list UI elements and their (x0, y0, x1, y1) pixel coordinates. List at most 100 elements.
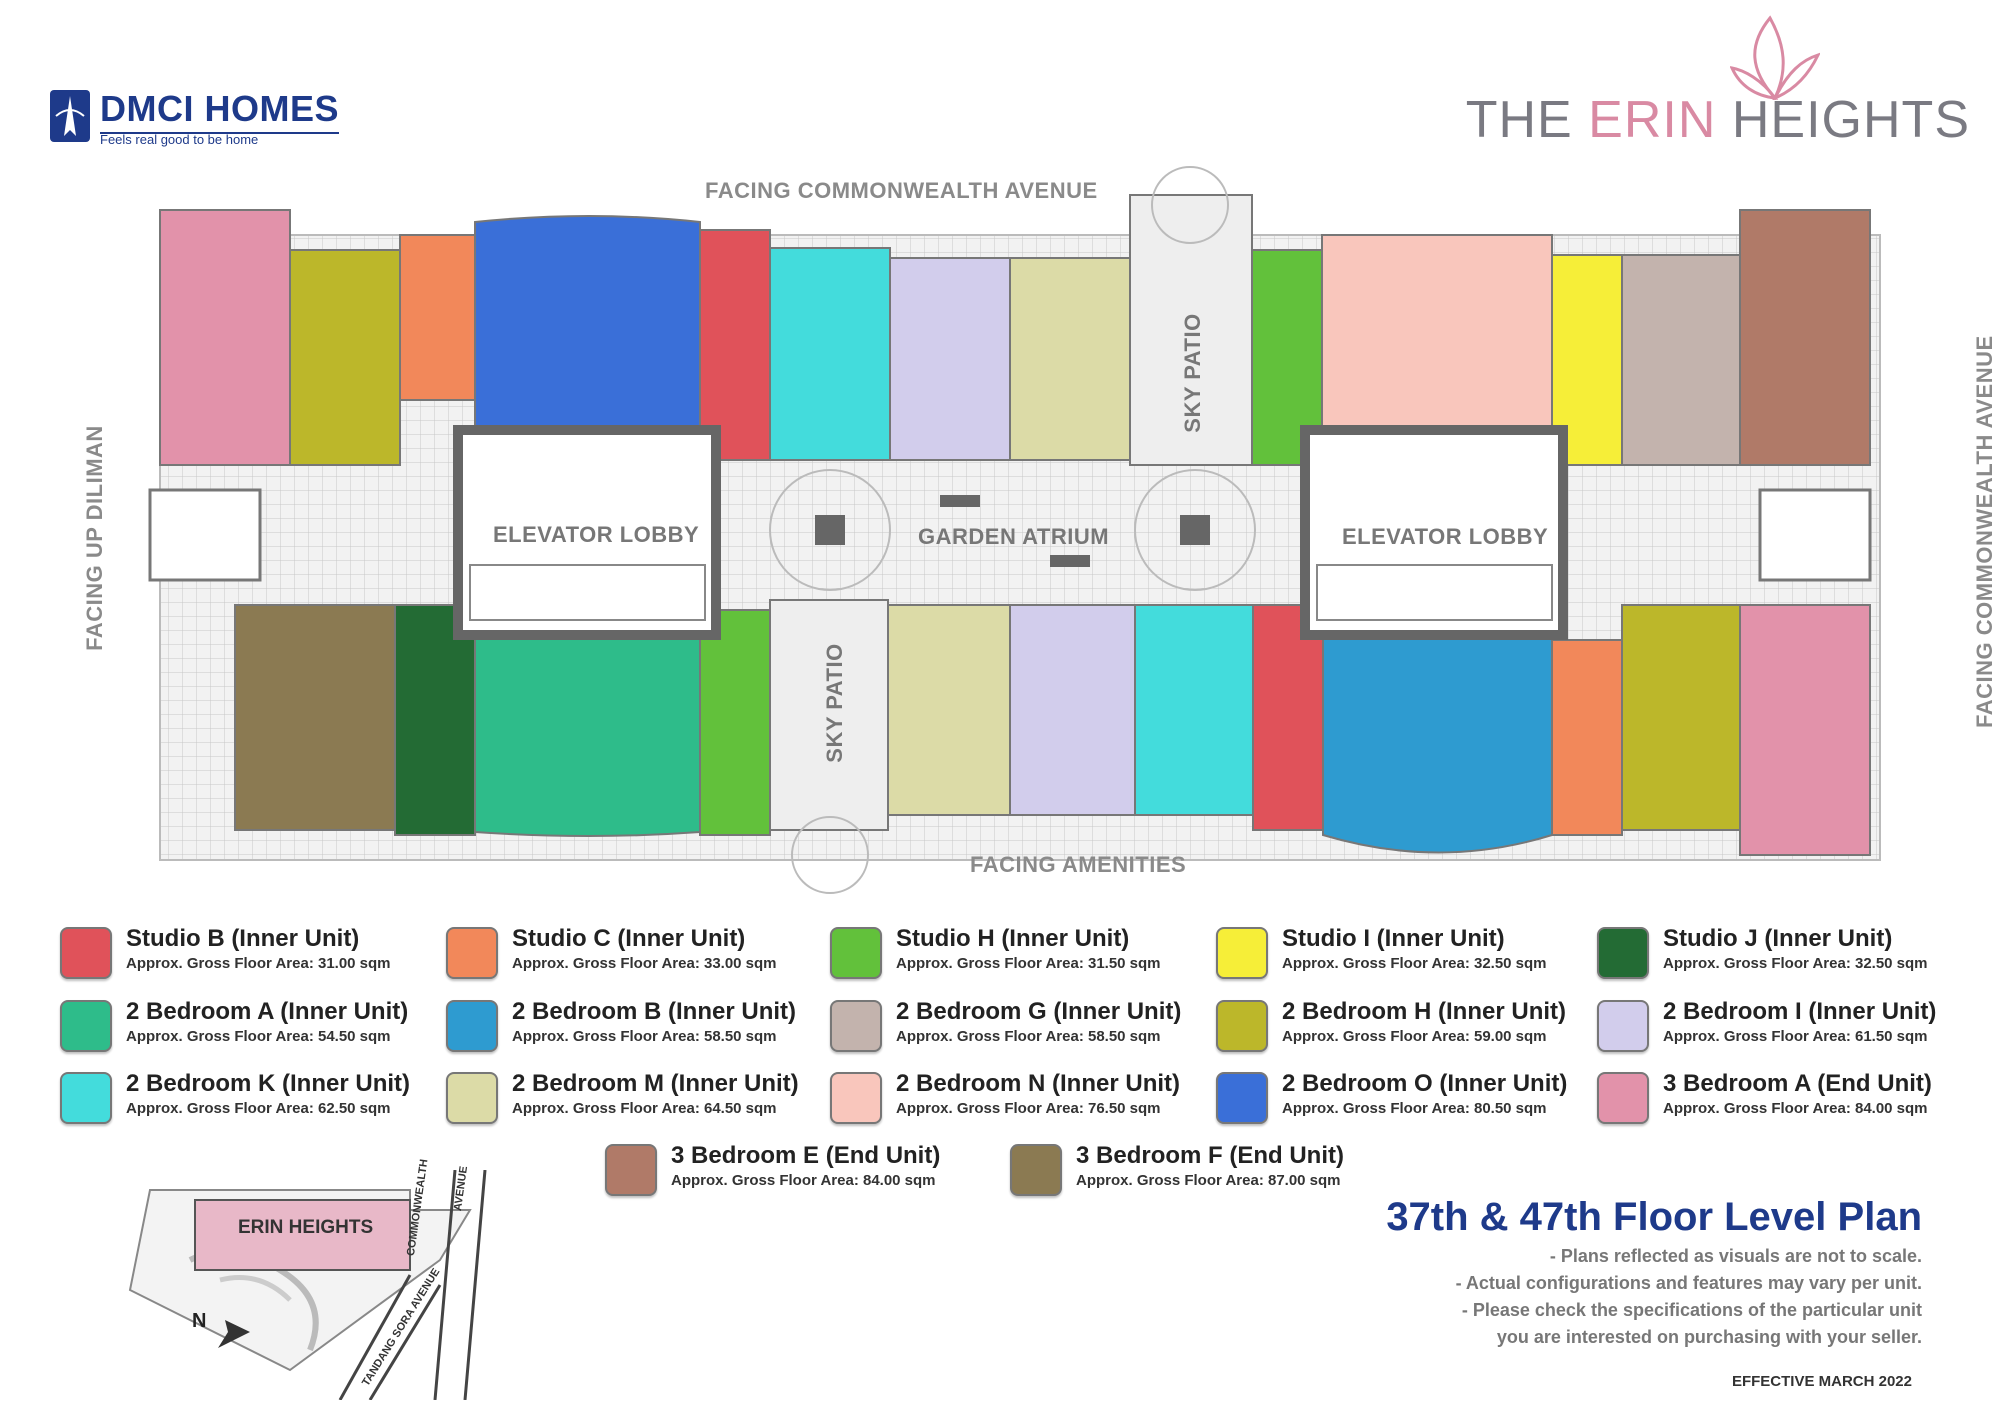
legend-item: 2 Bedroom G (Inner Unit) Approx. Gross F… (830, 998, 1200, 1058)
legend-item: 2 Bedroom H (Inner Unit) Approx. Gross F… (1216, 998, 1586, 1058)
unit-2br-m-bottom (887, 604, 1011, 816)
legend-unit-name: 2 Bedroom K (Inner Unit) (126, 1070, 411, 1097)
floor-plan (148, 166, 1881, 894)
legend-swatch (1597, 1072, 1649, 1124)
leaf-icon (1730, 15, 1820, 100)
legend-unit-name: 2 Bedroom B (Inner Unit) (512, 998, 797, 1025)
unit-2br-i-bottom (1009, 604, 1136, 816)
north-arrow-icon (218, 1320, 250, 1348)
legend-item: 2 Bedroom K (Inner Unit) Approx. Gross F… (60, 1070, 430, 1130)
legend-unit-name: 2 Bedroom M (Inner Unit) (512, 1070, 799, 1097)
sky-patio-top (1129, 194, 1253, 466)
stair-right (1758, 488, 1872, 582)
legend-item: 2 Bedroom N (Inner Unit) Approx. Gross F… (830, 1070, 1200, 1130)
legend-unit-name: 2 Bedroom G (Inner Unit) (896, 998, 1182, 1025)
plan-note: - Please check the specifications of the… (1461, 1300, 1922, 1320)
legend-item: 2 Bedroom I (Inner Unit) Approx. Gross F… (1597, 998, 1967, 1058)
unit-studio-b-bottom (1252, 604, 1324, 831)
project-name-suffix: HEIGHTS (1716, 91, 1970, 149)
legend-unit-area: Approx. Gross Floor Area: 76.50 sqm (896, 1100, 1161, 1117)
legend-swatch (60, 927, 112, 979)
project-logo: THE ERIN HEIGHTS (1466, 10, 1970, 150)
legend-unit-name: 3 Bedroom E (End Unit) (671, 1142, 941, 1169)
legend-unit-area: Approx. Gross Floor Area: 80.50 sqm (1282, 1100, 1547, 1117)
legend-item: 3 Bedroom F (End Unit) Approx. Gross Flo… (1010, 1142, 1380, 1202)
dmci-logo: DMCI HOMES Feels real good to be home (50, 88, 350, 148)
unit-studio-c-left (399, 234, 476, 401)
legend-unit-name: 2 Bedroom O (Inner Unit) (1282, 1070, 1568, 1097)
legend-unit-area: Approx. Gross Floor Area: 31.50 sqm (896, 955, 1161, 972)
legend-item: 3 Bedroom E (End Unit) Approx. Gross Flo… (605, 1142, 975, 1202)
legend-unit-area: Approx. Gross Floor Area: 58.50 sqm (896, 1028, 1161, 1045)
unit-3br-a-right (1739, 604, 1871, 856)
vicinity-north-label: N (192, 1310, 207, 1332)
legend-item: 2 Bedroom M (Inner Unit) Approx. Gross F… (446, 1070, 816, 1130)
legend-unit-area: Approx. Gross Floor Area: 32.50 sqm (1282, 955, 1547, 972)
unit-2br-k-bottom (1134, 604, 1254, 816)
developer-tagline: Feels real good to be home (100, 132, 259, 147)
unit-3br-f (234, 604, 396, 831)
unit-studio-h-bottom (699, 609, 771, 836)
legend-swatch (1597, 1000, 1649, 1052)
legend-swatch (830, 1072, 882, 1124)
unit-2br-k-top (769, 247, 891, 461)
legend-item: Studio C (Inner Unit) Approx. Gross Floo… (446, 925, 816, 985)
unit-studio-c-right (1551, 639, 1623, 836)
unit-2br-b (1322, 629, 1553, 854)
legend-swatch (1010, 1144, 1062, 1196)
plan-note: you are interested on purchasing with yo… (1496, 1327, 1922, 1347)
legend-swatch (830, 927, 882, 979)
project-name: THE ERIN HEIGHTS (1466, 90, 1970, 150)
project-name-prefix: THE (1465, 91, 1589, 149)
legend-unit-name: Studio C (Inner Unit) (512, 925, 746, 952)
legend-swatch (605, 1144, 657, 1196)
legend-unit-name: 2 Bedroom A (Inner Unit) (126, 998, 409, 1025)
sky-patio-bottom-label: SKY PATIO (822, 643, 847, 763)
vicinity-map (128, 1170, 487, 1400)
sky-patio-bottom (769, 599, 889, 831)
elevator-lobby-right-label: ELEVATOR LOBBY (1342, 524, 1549, 549)
orientation-right: FACING COMMONWEALTH AVENUE (1972, 335, 1997, 728)
garden-atrium-label: GARDEN ATRIUM (918, 524, 1110, 549)
orientation-left: FACING UP DILIMAN (82, 425, 107, 651)
dmci-emblem-icon (50, 90, 90, 142)
legend-unit-name: 3 Bedroom A (End Unit) (1663, 1070, 1932, 1097)
legend-unit-name: 3 Bedroom F (End Unit) (1076, 1142, 1344, 1169)
legend-swatch (1216, 1000, 1268, 1052)
unit-2br-h-left (289, 249, 401, 466)
unit-2br-a (474, 629, 701, 837)
sky-patio-top-label: SKY PATIO (1180, 313, 1205, 433)
legend-unit-name: 2 Bedroom H (Inner Unit) (1282, 998, 1567, 1025)
legend-swatch (1216, 927, 1268, 979)
legend-unit-area: Approx. Gross Floor Area: 87.00 sqm (1076, 1172, 1341, 1189)
stair-left (148, 488, 262, 582)
unit-2br-g (1621, 254, 1741, 466)
orientation-bottom: FACING AMENITIES (970, 852, 1187, 877)
legend-swatch (446, 927, 498, 979)
plan-note: - Plans reflected as visuals are not to … (1549, 1246, 1922, 1266)
legend-unit-area: Approx. Gross Floor Area: 33.00 sqm (512, 955, 777, 972)
legend-swatch (60, 1000, 112, 1052)
legend-unit-area: Approx. Gross Floor Area: 64.50 sqm (512, 1100, 777, 1117)
legend-item: Studio I (Inner Unit) Approx. Gross Floo… (1216, 925, 1586, 985)
legend-unit-area: Approx. Gross Floor Area: 84.00 sqm (1663, 1100, 1928, 1117)
legend-unit-area: Approx. Gross Floor Area: 59.00 sqm (1282, 1028, 1547, 1045)
legend-unit-name: Studio B (Inner Unit) (126, 925, 360, 952)
unit-2br-m-top (1009, 257, 1141, 461)
legend-swatch (446, 1000, 498, 1052)
legend-swatch (60, 1072, 112, 1124)
unit-3br-a-left (159, 209, 291, 466)
elevator-lobby-left-label: ELEVATOR LOBBY (493, 522, 700, 547)
plan-note: - Actual configurations and features may… (1455, 1273, 1922, 1293)
unit-3br-e (1739, 209, 1871, 466)
legend-swatch (1216, 1072, 1268, 1124)
unit-studio-j (394, 604, 476, 836)
legend-unit-area: Approx. Gross Floor Area: 62.50 sqm (126, 1100, 391, 1117)
project-name-accent: ERIN (1588, 91, 1717, 149)
unit-2br-h-right (1621, 604, 1741, 831)
legend-unit-area: Approx. Gross Floor Area: 32.50 sqm (1663, 955, 1928, 972)
legend-unit-area: Approx. Gross Floor Area: 84.00 sqm (671, 1172, 936, 1189)
unit-studio-b-top (699, 229, 771, 461)
legend-item: Studio B (Inner Unit) Approx. Gross Floo… (60, 925, 430, 985)
legend-unit-name: 2 Bedroom I (Inner Unit) (1663, 998, 1937, 1025)
